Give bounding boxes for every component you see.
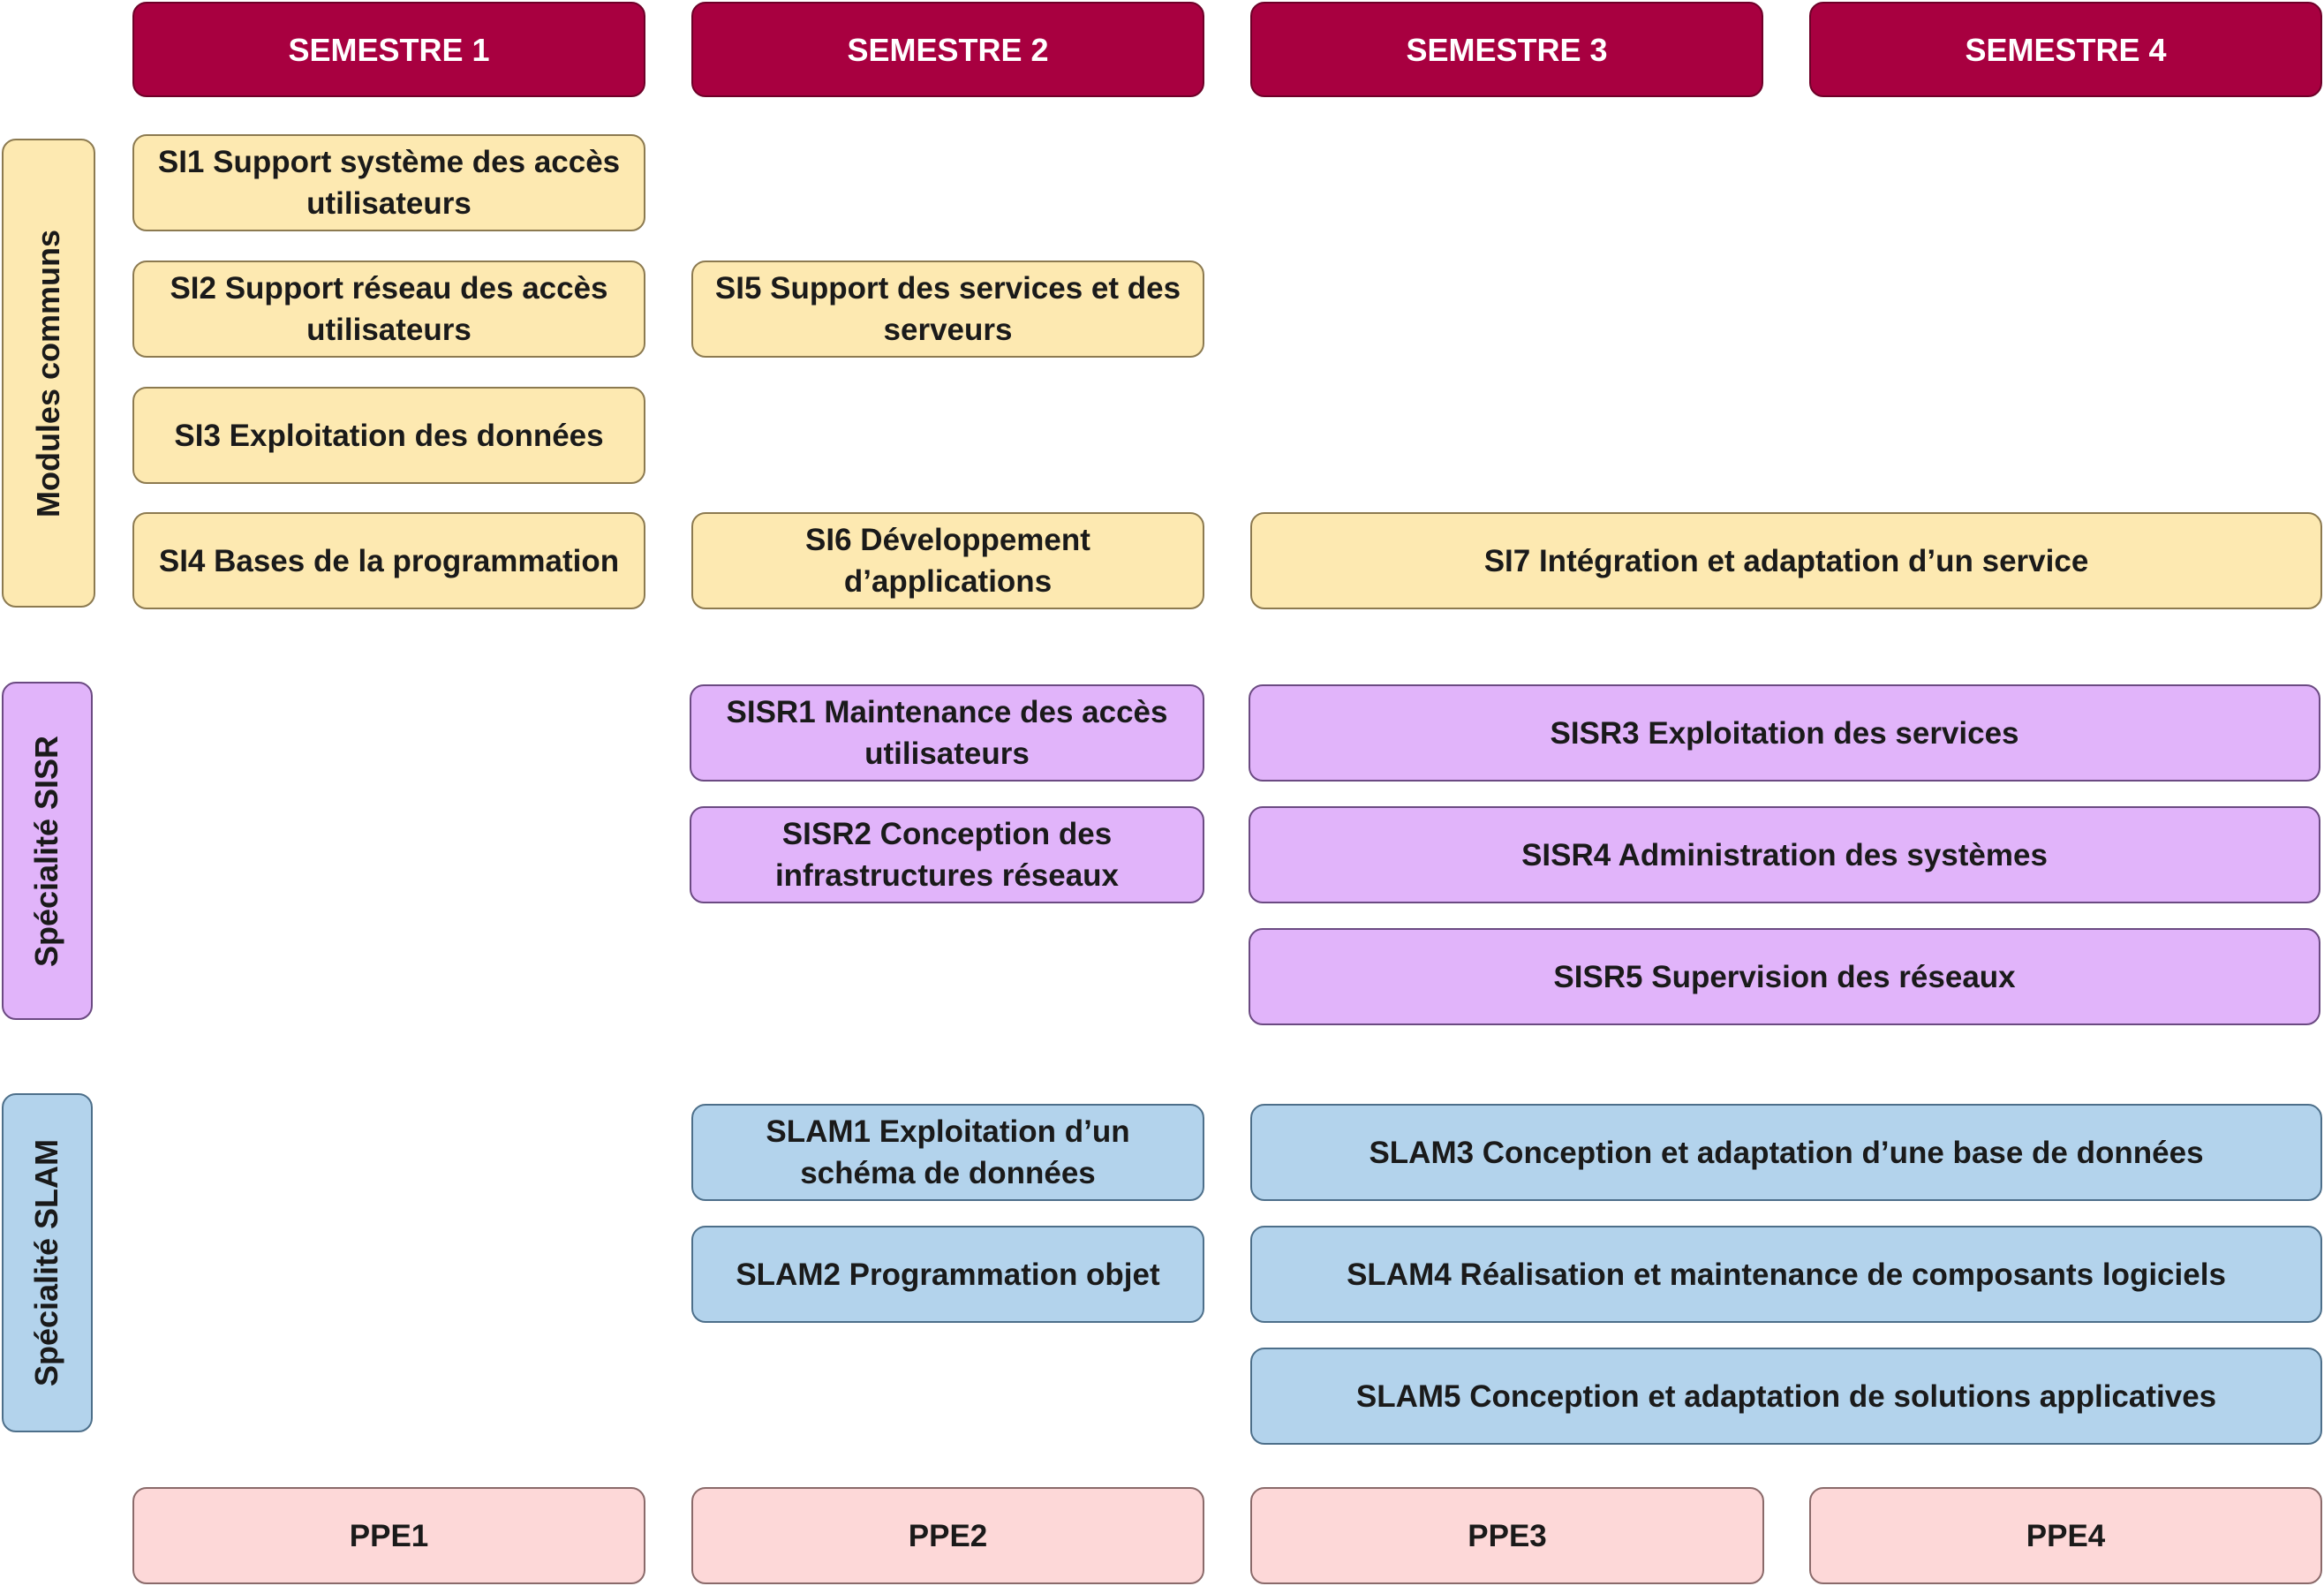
module-sisr5: SISR5 Supervision des réseaux xyxy=(1249,928,2320,1025)
module-sisr2: SISR2 Conception des infrastructures rés… xyxy=(690,806,1204,903)
semester-4-header: SEMESTRE 4 xyxy=(1809,2,2322,97)
module-si6: SI6 Développement d’applications xyxy=(691,512,1204,609)
module-slam4: SLAM4 Réalisation et maintenance de comp… xyxy=(1250,1226,2322,1323)
semester-2-header: SEMESTRE 2 xyxy=(691,2,1204,97)
module-slam2: SLAM2 Programmation objet xyxy=(691,1226,1204,1323)
group-label-slam: Spécialité SLAM xyxy=(2,1093,93,1432)
module-si3: SI3 Exploitation des données xyxy=(132,387,645,484)
ppe-3: PPE3 xyxy=(1250,1487,1764,1584)
group-label-common: Modules communs xyxy=(2,139,95,608)
ppe-1: PPE1 xyxy=(132,1487,645,1584)
module-si7: SI7 Intégration et adaptation d’un servi… xyxy=(1250,512,2322,609)
group-label-sisr: Spécialité SISR xyxy=(2,682,93,1020)
module-si5: SI5 Support des services et des serveurs xyxy=(691,261,1204,358)
module-si1: SI1 Support système des accès utilisateu… xyxy=(132,134,645,231)
module-sisr4: SISR4 Administration des systèmes xyxy=(1249,806,2320,903)
semester-1-header: SEMESTRE 1 xyxy=(132,2,645,97)
group-label-sisr-text: Spécialité SISR xyxy=(28,735,65,967)
module-si2: SI2 Support réseau des accès utilisateur… xyxy=(132,261,645,358)
module-sisr3: SISR3 Exploitation des services xyxy=(1249,684,2320,782)
ppe-4: PPE4 xyxy=(1809,1487,2322,1584)
ppe-2: PPE2 xyxy=(691,1487,1204,1584)
group-label-common-text: Modules communs xyxy=(30,229,67,517)
module-slam1: SLAM1 Exploitation d’un schéma de donnée… xyxy=(691,1104,1204,1201)
semester-3-header: SEMESTRE 3 xyxy=(1250,2,1763,97)
module-slam3: SLAM3 Conception et adaptation d’une bas… xyxy=(1250,1104,2322,1201)
module-si4: SI4 Bases de la programmation xyxy=(132,512,645,609)
group-label-slam-text: Spécialité SLAM xyxy=(28,1138,65,1387)
module-sisr1: SISR1 Maintenance des accès utilisateurs xyxy=(690,684,1204,782)
module-slam5: SLAM5 Conception et adaptation de soluti… xyxy=(1250,1348,2322,1445)
